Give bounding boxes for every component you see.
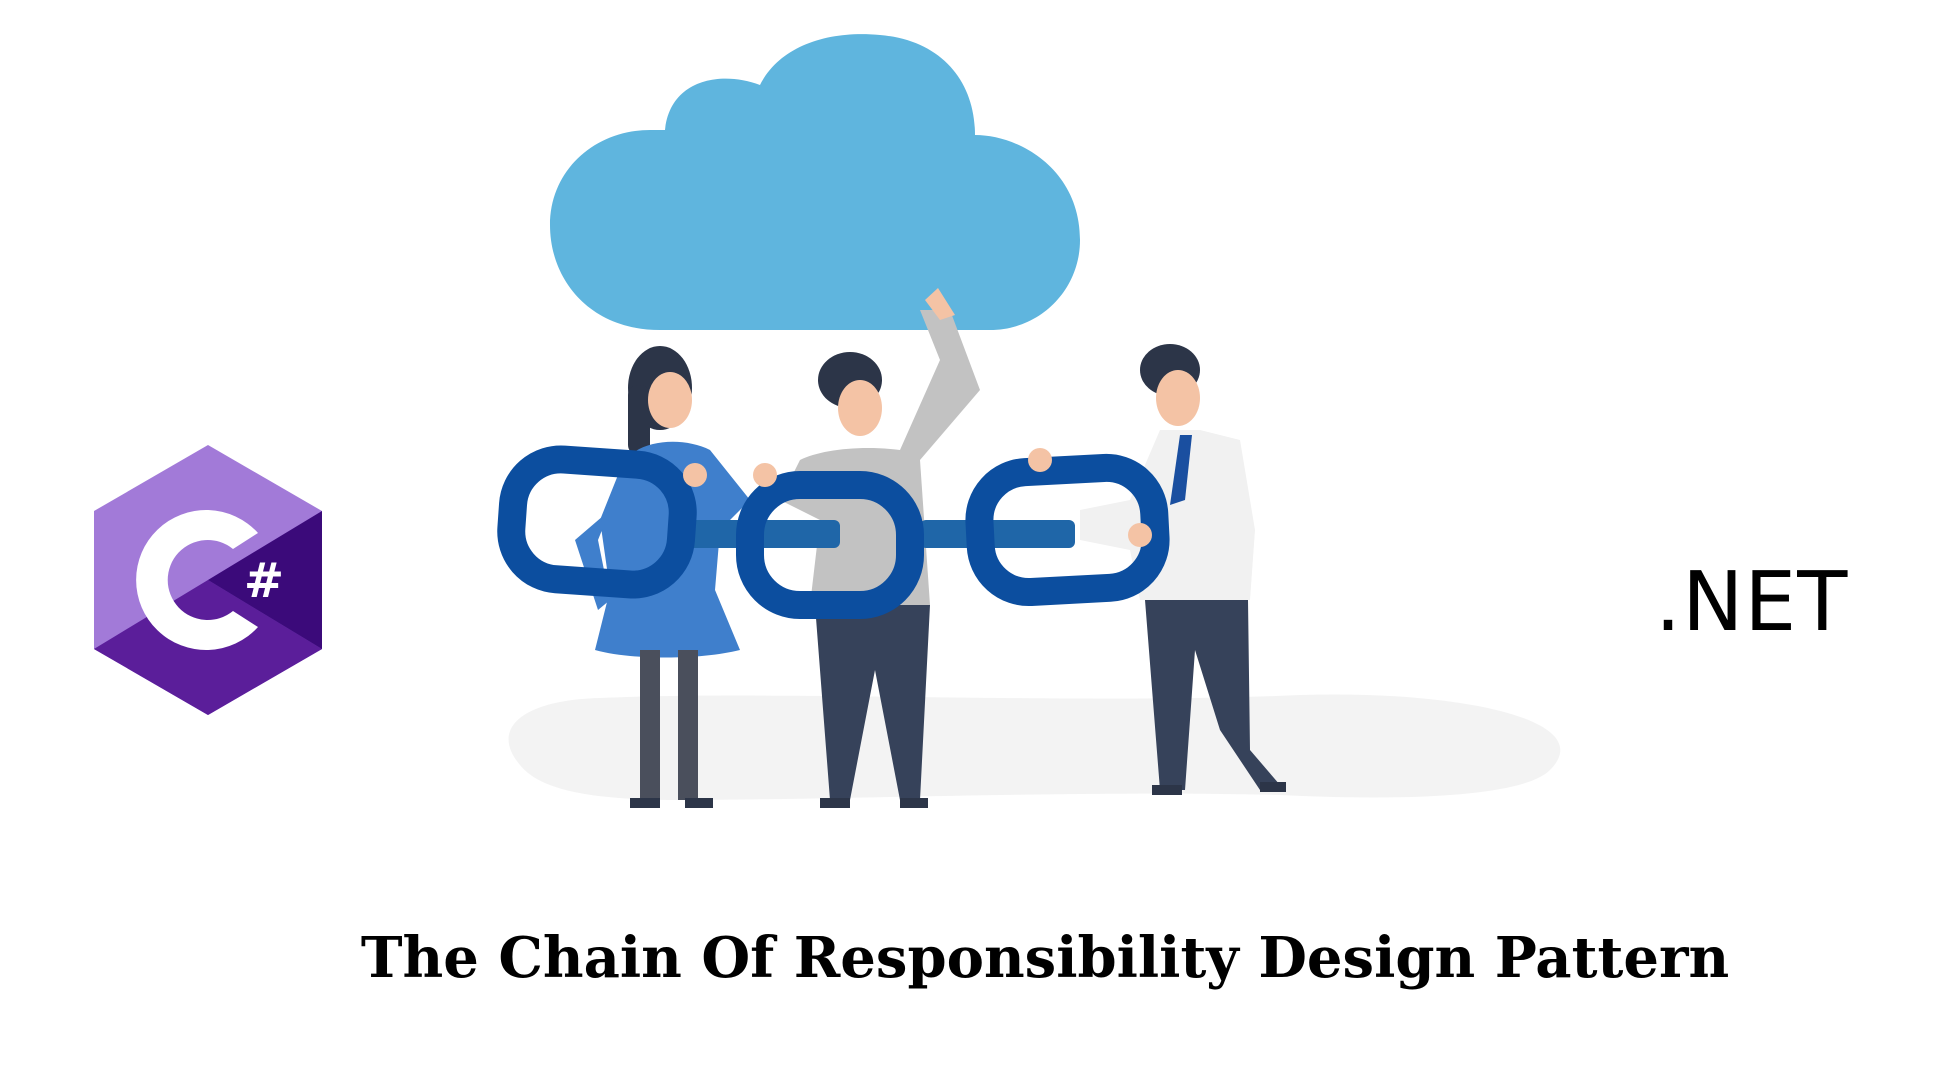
ground-shadow-icon bbox=[508, 694, 1561, 800]
people-chain-icon bbox=[497, 34, 1561, 808]
cloud-icon bbox=[550, 34, 1080, 330]
chain-link-3-icon bbox=[965, 453, 1170, 607]
chain-illustration bbox=[480, 30, 1590, 850]
chain-link-1-icon bbox=[497, 445, 697, 599]
chain-link-2-icon bbox=[736, 471, 924, 619]
page-title: The Chain Of Responsibility Design Patte… bbox=[360, 925, 1730, 991]
csharp-hexagon-icon: # bbox=[94, 445, 322, 715]
chain-bar-right-icon bbox=[920, 520, 1075, 548]
csharp-logo: # bbox=[88, 445, 328, 715]
csharp-hash-symbol: # bbox=[244, 553, 284, 609]
dotnet-logo-text: .NET bbox=[1655, 555, 1849, 650]
